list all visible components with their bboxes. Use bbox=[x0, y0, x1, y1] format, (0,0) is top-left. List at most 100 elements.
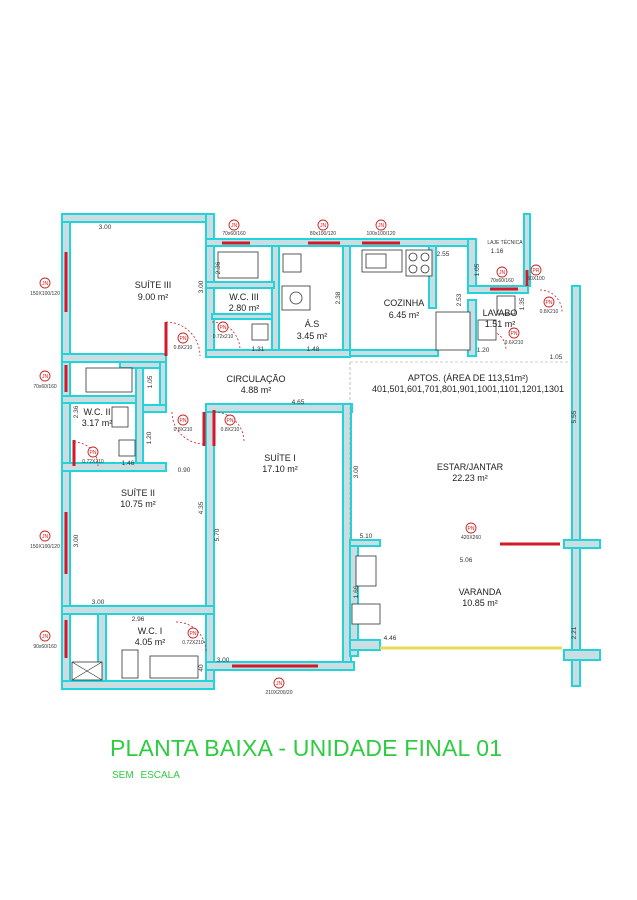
window-tag: JN bbox=[42, 634, 49, 640]
window-size: 70x60/160 bbox=[33, 384, 57, 390]
door-swings bbox=[72, 289, 563, 653]
dim-label: 2.38 bbox=[335, 291, 342, 304]
room-name-wc1: W.C. I bbox=[138, 626, 163, 636]
room-area-as: 3.45 m² bbox=[297, 331, 328, 341]
door-tag: PN bbox=[190, 631, 197, 637]
dim-label: 1.05 bbox=[550, 354, 563, 361]
room-name-circulacao: CIRCULAÇÃO bbox=[226, 374, 285, 384]
room-labels: SUÍTE III 9.00 m² W.C. III 2.80 m² Á.S 3… bbox=[82, 239, 564, 647]
drawing-title: PLANTA BAIXA - UNIDADE FINAL 01 bbox=[110, 735, 503, 761]
dim-label: 4.65 bbox=[292, 399, 305, 406]
dim-label: 1.20 bbox=[477, 347, 490, 354]
dim-label: 5.55 bbox=[571, 410, 578, 423]
dim-label: 5.70 bbox=[214, 528, 221, 541]
apartment-label: APTOS. (ÁREA DE 113,51m²) bbox=[408, 373, 528, 383]
window-tag: PR bbox=[533, 268, 540, 274]
fixtures bbox=[71, 249, 572, 681]
door-tag: PN bbox=[220, 325, 227, 331]
opening-tags: JN 70x60/160 JN 80x100/120 JN 100x100/12… bbox=[30, 219, 559, 696]
dim-label: 2.55 bbox=[437, 251, 450, 258]
door-size: 0.8X210 bbox=[174, 345, 193, 351]
room-area-suite1: 17.10 m² bbox=[262, 464, 298, 474]
dim-label: 2.53 bbox=[456, 293, 463, 306]
window-tag: JN bbox=[42, 281, 49, 287]
window-tag: JN bbox=[499, 270, 506, 276]
dim-label: 1.05 bbox=[147, 375, 154, 388]
dim-label: 2.21 bbox=[571, 626, 578, 639]
room-area-varanda: 10.85 m² bbox=[462, 598, 498, 608]
door-tag: PN bbox=[511, 331, 518, 337]
dim-label: 1.20 bbox=[146, 431, 153, 444]
door-tag: PN bbox=[180, 336, 187, 342]
window-size: 90x60/160 bbox=[33, 644, 57, 650]
dim-label: 3.00 bbox=[73, 534, 80, 547]
door-tag: PN bbox=[468, 526, 475, 532]
dim-label: 1.46 bbox=[122, 460, 135, 467]
window-size: 70x60/160 bbox=[222, 231, 246, 237]
dim-label: 1.35 bbox=[519, 297, 526, 310]
window-size: 50X100 bbox=[527, 276, 544, 282]
window-tag: JN bbox=[378, 223, 385, 229]
apartment-units: 401,501,601,701,801,901,1001,1101,1201,1… bbox=[372, 384, 564, 394]
dim-label: 3.00 bbox=[92, 599, 105, 606]
room-name-lavabo: LAVABO bbox=[483, 308, 518, 318]
room-name-suite2: SUÍTE II bbox=[121, 488, 155, 498]
room-name-wc3: W.C. III bbox=[229, 292, 259, 302]
dim-label: 1.05 bbox=[474, 263, 481, 276]
room-area-wc3: 2.80 m² bbox=[229, 303, 260, 313]
room-area-suite2: 10.75 m² bbox=[120, 499, 156, 509]
window-size: 80x100/120 bbox=[310, 231, 336, 237]
dim-label: 1.16 bbox=[491, 248, 504, 255]
room-name-varanda: VARANDA bbox=[459, 587, 502, 597]
door-tag: PN bbox=[90, 450, 97, 456]
room-name-suite3: SUÍTE III bbox=[135, 280, 172, 290]
dim-label: 2.36 bbox=[73, 405, 80, 418]
walls bbox=[61, 213, 601, 690]
dim-label: 3.00 bbox=[198, 280, 205, 293]
window-size: 100x100/120 bbox=[367, 231, 396, 237]
dim-label: 1.31 bbox=[252, 346, 265, 353]
door-tag: PN bbox=[180, 418, 187, 424]
room-name-as: Á.S bbox=[305, 319, 320, 329]
room-name-cozinha: COZINHA bbox=[384, 298, 425, 308]
dim-label: 5.10 bbox=[360, 533, 373, 540]
room-area-circulacao: 4.88 m² bbox=[241, 385, 272, 395]
laje-tecnica-label: LAJE TÉCNICA bbox=[487, 239, 523, 246]
dim-label: 4.35 bbox=[198, 501, 205, 514]
window-tag: JN bbox=[42, 374, 49, 380]
window-tag: JN bbox=[320, 223, 327, 229]
door-tag: PN bbox=[227, 418, 234, 424]
door-size: 0.72X210 bbox=[82, 459, 104, 465]
dim-label: 1.66 bbox=[353, 585, 360, 598]
dim-label: 3.00 bbox=[353, 465, 360, 478]
room-name-estar: ESTAR/JANTAR bbox=[437, 462, 504, 472]
dimensions: 3.00 2.36 3.00 2.38 2.55 1.05 1.16 2.53 … bbox=[73, 224, 578, 672]
window-size: 70x60/160 bbox=[490, 278, 514, 284]
dim-label: 1.48 bbox=[307, 346, 320, 353]
drawing-subtitle: SEM ESCALA bbox=[112, 770, 180, 781]
dim-label: 4.46 bbox=[384, 635, 397, 642]
room-name-wc2: W.C. II bbox=[84, 407, 111, 417]
window-size: 210X200/20 bbox=[266, 690, 293, 696]
dim-label: 2.96 bbox=[132, 616, 145, 623]
door-size: 420X260 bbox=[461, 535, 481, 541]
windows bbox=[64, 241, 562, 668]
dim-label: 2.36 bbox=[215, 261, 222, 274]
door-size: 0.8X210 bbox=[540, 309, 559, 315]
door-size: 0.6X210 bbox=[505, 340, 524, 346]
dim-label: 40 bbox=[198, 664, 205, 672]
door-size: 0.8X210 bbox=[221, 427, 240, 433]
door-size: 0.72X210 bbox=[182, 640, 204, 646]
room-area-estar: 22.23 m² bbox=[452, 473, 488, 483]
window-tag: JN bbox=[231, 223, 238, 229]
room-area-lavabo: 1.51 m² bbox=[485, 319, 516, 329]
dim-label: 0.90 bbox=[178, 467, 191, 474]
window-size: 150X100/120 bbox=[30, 291, 60, 297]
dim-label: 3.00 bbox=[217, 657, 230, 664]
room-area-wc2: 3.17 m² bbox=[82, 418, 113, 428]
dim-label: 3.00 bbox=[99, 224, 112, 231]
door-size: 0.8X210 bbox=[174, 427, 193, 433]
room-name-suite1: SUÍTE I bbox=[264, 453, 296, 463]
window-size: 150X100/120 bbox=[30, 544, 60, 550]
